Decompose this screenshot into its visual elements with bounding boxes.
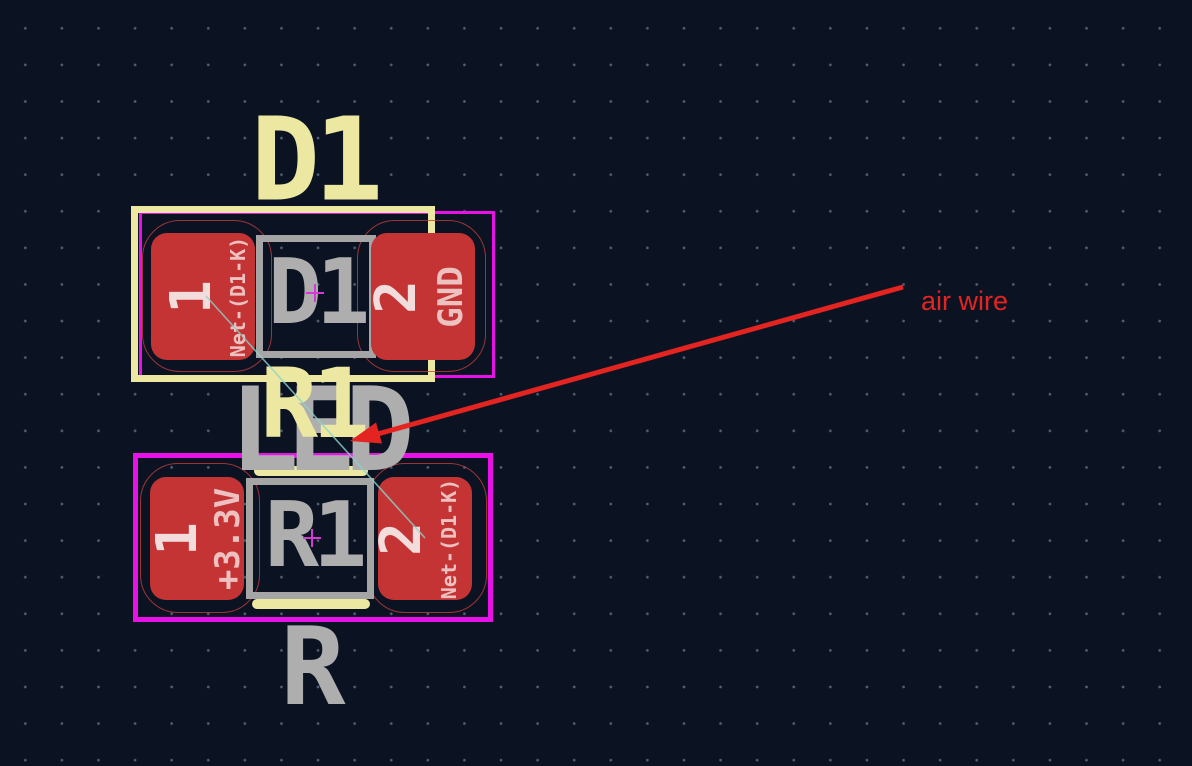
r1-reference-text[interactable]: R1 bbox=[260, 348, 370, 460]
d1-pad2-net-label: GND bbox=[431, 265, 472, 328]
d1-pad1-number: 1 bbox=[158, 279, 224, 314]
r1-value-text[interactable]: R bbox=[280, 605, 346, 730]
r1-silkscreen-bottom-line bbox=[252, 599, 370, 609]
air-wire-label: air wire bbox=[921, 286, 1009, 316]
r1-pad1-net-label: +3.3V bbox=[208, 487, 249, 590]
r1-pad2-number: 2 bbox=[368, 521, 434, 556]
d1-pad-2[interactable]: 2 GND bbox=[364, 233, 475, 360]
d1-fab-reference-text: D1 bbox=[267, 240, 370, 345]
d1-pad1-net-label: Net-(D1-K) bbox=[226, 236, 251, 357]
d1-reference-text[interactable]: D1 bbox=[250, 93, 384, 228]
r1-pad1-number: 1 bbox=[145, 521, 211, 556]
r1-pad2-net-label: Net-(D1-K) bbox=[436, 478, 461, 599]
d1-pad-1[interactable]: 1 Net-(D1-K) bbox=[151, 233, 255, 360]
d1-pad2-number: 2 bbox=[364, 279, 429, 314]
r1-fab-reference-text: R1 bbox=[264, 483, 367, 588]
